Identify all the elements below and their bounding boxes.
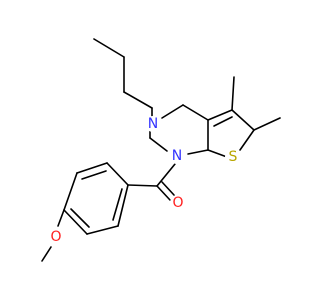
methoxy-oxygen-atom: O (48, 229, 64, 245)
bond-carbonyl-aryl (127, 184, 158, 187)
bond-ar-6 (117, 184, 129, 227)
bond-c4a-c5 (207, 109, 233, 121)
bond-n1-carbonyl (156, 163, 176, 187)
bond-c6-methyl (253, 117, 281, 131)
bond-co-double-1 (156, 185, 171, 201)
atom-labels: N N S O O (48, 116, 241, 245)
bond-co-double-2 (161, 181, 175, 196)
bond-aryl-oxygen (57, 209, 65, 227)
bond-ar-2 (76, 162, 108, 174)
bond-c7a-n1 (187, 149, 209, 155)
methoxy-group (41, 209, 65, 262)
bond-c5-c6 (231, 109, 255, 131)
bond-butyl-3 (123, 91, 153, 109)
dihydropyrimidine-ring (149, 104, 209, 155)
bond-n1-c2 (149, 137, 168, 152)
bond-ar-1 (106, 162, 129, 186)
sulfur-atom: S (225, 149, 241, 165)
carbonyl-oxygen-atom: O (170, 195, 186, 211)
benzene-ring (63, 162, 129, 235)
carbonyl-group (127, 163, 176, 201)
molecule-structure-diagram: N N S O O (41, 38, 281, 262)
bond-s-c7a (207, 149, 228, 158)
methyl-groups (231, 76, 281, 131)
bond-c5-methyl (231, 76, 235, 111)
nitrogen-n3-atom: N (145, 116, 161, 132)
bond-c4a-c5-inner (213, 116, 233, 127)
bond-n3-c4 (161, 104, 184, 119)
bond-c4-c4a (182, 104, 209, 121)
nitrogen-n1-atom: N (169, 148, 185, 164)
bond-ar-2-inner (81, 170, 107, 180)
bond-ar-4-inner (70, 208, 90, 228)
atom-label-s: S (229, 149, 238, 165)
atom-label-o-carbonyl: O (172, 195, 183, 211)
bond-ar-6-inner (112, 188, 123, 221)
atom-label-n1: N (172, 148, 182, 164)
bond-butyl-1 (93, 38, 125, 58)
bond-ar-4 (63, 209, 88, 235)
bond-c6-s (239, 129, 255, 151)
bond-oxygen-methyl (41, 246, 52, 262)
bond-ar-5 (86, 225, 119, 235)
bond-ar-3 (63, 172, 78, 211)
butyl-chain (93, 38, 153, 124)
atom-label-n3: N (148, 116, 158, 132)
atom-label-o-methoxy: O (50, 229, 61, 245)
thiophene-ring (207, 109, 255, 158)
